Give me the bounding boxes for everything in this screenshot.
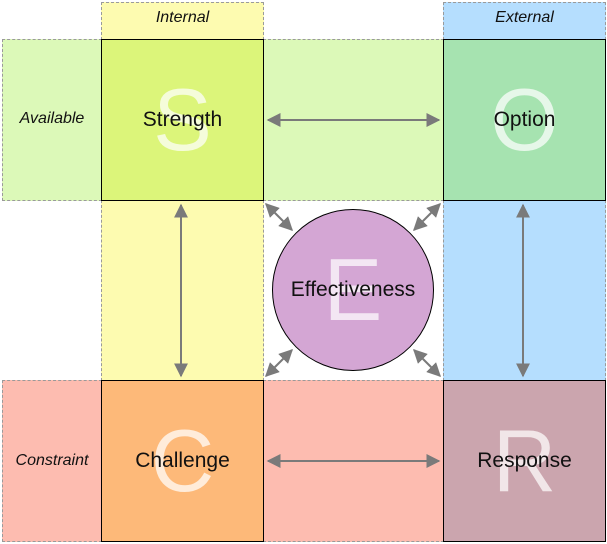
internal-header: Internal bbox=[155, 9, 210, 26]
external-header: External bbox=[495, 9, 554, 26]
arrow-option-effectiveness bbox=[413, 203, 441, 231]
available-row-label-band bbox=[2, 39, 102, 201]
constraint-row-label: Constraint bbox=[15, 452, 89, 469]
available-row-label: Available bbox=[19, 110, 85, 127]
challenge-label: Challenge bbox=[135, 449, 230, 472]
arrow-challenge-effectiveness bbox=[265, 349, 293, 377]
strength-label: Strength bbox=[142, 108, 223, 131]
option-label: Option bbox=[493, 108, 556, 131]
arrow-strength-effectiveness bbox=[265, 203, 293, 231]
constraint-row-label-band bbox=[2, 380, 102, 542]
effectiveness-label: Effectiveness bbox=[290, 278, 416, 301]
arrow-response-effectiveness bbox=[413, 349, 441, 377]
internal-column-band bbox=[101, 2, 264, 40]
response-label: Response bbox=[477, 449, 572, 472]
external-column-band bbox=[443, 2, 606, 40]
